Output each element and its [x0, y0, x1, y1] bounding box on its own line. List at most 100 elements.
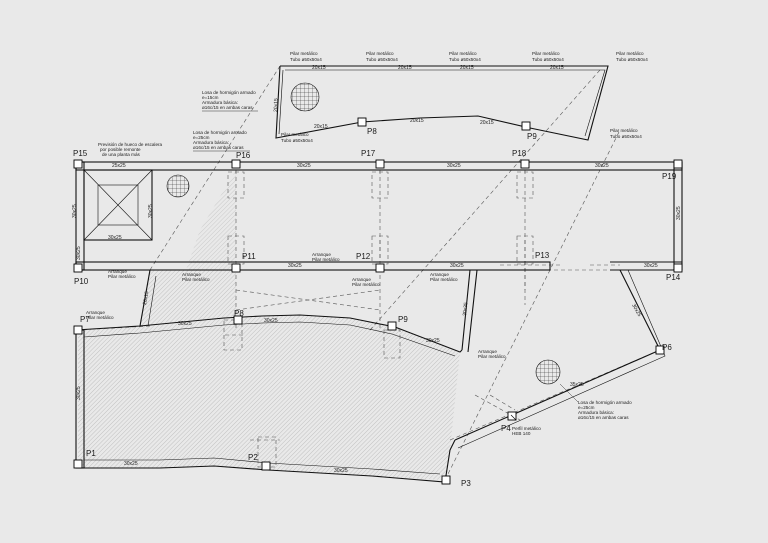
- note-arranque: Arranque: [312, 252, 331, 257]
- note-arranque: Arranque: [108, 269, 127, 274]
- dim-label: 30x25: [450, 263, 464, 269]
- dim-label: 30x25: [288, 263, 302, 269]
- note-losa-title: Losa de hormigón armado: [578, 400, 632, 405]
- dim-label: 20x15: [142, 291, 150, 306]
- note-tubo: Tubo ø50x50x4: [449, 57, 481, 62]
- note-armadura-bars: ø16c/15 en ambas caras: [202, 105, 253, 110]
- note-tubo: Tubo ø50x50x4: [610, 134, 642, 139]
- note-heb: HEB 140: [512, 431, 531, 436]
- pillar-label-p9: P9: [398, 315, 408, 324]
- note-arranque: Arranque: [478, 349, 497, 354]
- dim-label: 30x25: [178, 321, 192, 327]
- dim-label: 30x35: [462, 302, 469, 316]
- note-pilar-metalico: Pilar metálico: [281, 132, 309, 137]
- pillar-label-p18: P18: [512, 149, 527, 158]
- note-pilar-metalico: Pilar metálico: [366, 51, 394, 56]
- dim-label: 20x15: [550, 65, 564, 71]
- note-pilar-metalico: Pilar metálico: [430, 277, 458, 282]
- note-tubo: Tubo ø50x50x4: [616, 57, 648, 62]
- dim-label: 30x25: [630, 303, 642, 318]
- note-arranque: Arranque: [182, 272, 201, 277]
- dim-label: 30x25: [76, 386, 82, 400]
- note-tubo: Tubo ø50x50x4: [366, 57, 398, 62]
- main-frame: [75, 161, 683, 271]
- dim-label: 20x15: [398, 65, 412, 71]
- pillar-label-p14: P14: [666, 273, 681, 282]
- pillar-label-p11: P11: [242, 252, 256, 261]
- dim-label: 30x25: [447, 163, 461, 169]
- slab-hatch: [78, 170, 460, 480]
- dim-label: 30x25: [108, 235, 122, 241]
- note-losa-title: Losa de hormigón armado: [193, 130, 247, 135]
- note-prevision: por posible remonte: [100, 147, 141, 152]
- note-prevision: de una planta más: [102, 152, 141, 157]
- pillar-label-p1: P1: [86, 449, 96, 458]
- dim-label: 30x25: [644, 263, 658, 269]
- note-pilar-metalico: Pilar metálico: [449, 51, 477, 56]
- dim-label: 30x25: [676, 206, 682, 220]
- note-pilar-metalico: Pilar metálico: [532, 51, 560, 56]
- note-arranque: Arranque: [430, 272, 449, 277]
- note-losa-title: Losa de hormigón armado: [202, 90, 256, 95]
- dim-label: 20x15: [460, 65, 474, 71]
- dim-label: 20x15: [410, 118, 424, 124]
- note-prevision: Previsión de hueco de escalera: [98, 142, 163, 147]
- note-tubo: Tubo ø50x50x4: [532, 57, 564, 62]
- pillar-label-p6: P6: [662, 343, 672, 352]
- note-losa-thickness: e=15cm: [202, 95, 219, 100]
- note-arranque: Arranque: [352, 277, 371, 282]
- note-armadura: Armadura básica:: [193, 140, 229, 145]
- note-tubo: Tubo ø50x50x4: [290, 57, 322, 62]
- dim-label: 30x25: [426, 338, 440, 344]
- pillar-label-p15: P15: [73, 149, 88, 158]
- note-pilar-metalico: Pilar metálico: [616, 51, 644, 56]
- slab-opening-circles: [166, 82, 561, 385]
- note-pilar-metalico: Pilar metálico: [182, 277, 210, 282]
- pillar-label-p19: P19: [662, 172, 677, 181]
- dim-label: 20x15: [273, 98, 279, 112]
- arranque-notes: Arranque Pilar metálico Arranque Pilar m…: [86, 252, 506, 359]
- dim-label: 25x25: [112, 163, 126, 169]
- upper-slab: [275, 65, 609, 141]
- dim-label: 35x25: [570, 382, 584, 388]
- tube-annotations: Pilar metálico Tubo ø50x50x4 Pilar metál…: [281, 51, 648, 143]
- pillar-label-p10: P10: [74, 277, 89, 286]
- pillar-label-p12: P12: [356, 252, 371, 261]
- note-armadura-bars: ø16c/15 en ambas caras: [578, 415, 629, 420]
- note-armadura-bars: ø16c/15 en ambas caras: [193, 145, 244, 150]
- note-pilar-metalico: Pilar metálico: [86, 315, 114, 320]
- note-pilar-metalico: Pilar metálico: [290, 51, 318, 56]
- note-pilar-metalico: Pilar metálico: [478, 354, 506, 359]
- pillar-label-p8-upper: P8: [367, 127, 377, 136]
- pillar-markers: [73, 117, 683, 485]
- dim-label: 30x25: [76, 246, 82, 260]
- pillar-label-p13: P13: [535, 251, 550, 260]
- dim-label: 30x25: [72, 204, 78, 218]
- pillar-label-p4: P4: [501, 424, 511, 433]
- note-pilar-metalico: Pilar metálico: [312, 257, 340, 262]
- note-losa-thickness: e=25cm: [193, 135, 210, 140]
- note-perfil: Perfil metálico: [512, 426, 541, 431]
- pillar-label-p17: P17: [361, 149, 376, 158]
- dim-label: 30x25: [124, 461, 138, 467]
- note-armadura: Armadura básica:: [202, 100, 238, 105]
- dim-label: 20x15: [480, 120, 494, 126]
- note-pilar-metalico: Pilar metálico: [610, 128, 638, 133]
- pillar-label-p7: P7: [80, 315, 90, 324]
- dim-label: 20x15: [312, 65, 326, 71]
- pillar-label-p9-upper: P9: [527, 132, 537, 141]
- dimension-labels: 25x25 30x25 30x25 30x25 30x25 30x25 30x2…: [72, 65, 682, 474]
- slab-notes: Losa de hormigón armado e=15cm Armadura …: [98, 90, 632, 436]
- pillar-label-p2: P2: [248, 453, 258, 462]
- lower-slab: [75, 269, 666, 483]
- note-losa-thickness: e=25cm: [578, 405, 595, 410]
- pillar-label-p8: P8: [234, 309, 244, 318]
- pillar-label-p3: P3: [461, 479, 471, 488]
- pillar-label-p16: P16: [236, 151, 251, 160]
- note-pilar-metalico: Pilar metálico: [108, 274, 136, 279]
- note-pilar-metalico: Pilar metálico: [352, 282, 380, 287]
- dim-label: 30x25: [334, 468, 348, 474]
- note-arranque: Arranque: [86, 310, 105, 315]
- note-tubo: Tubo ø50x50x4: [281, 138, 313, 143]
